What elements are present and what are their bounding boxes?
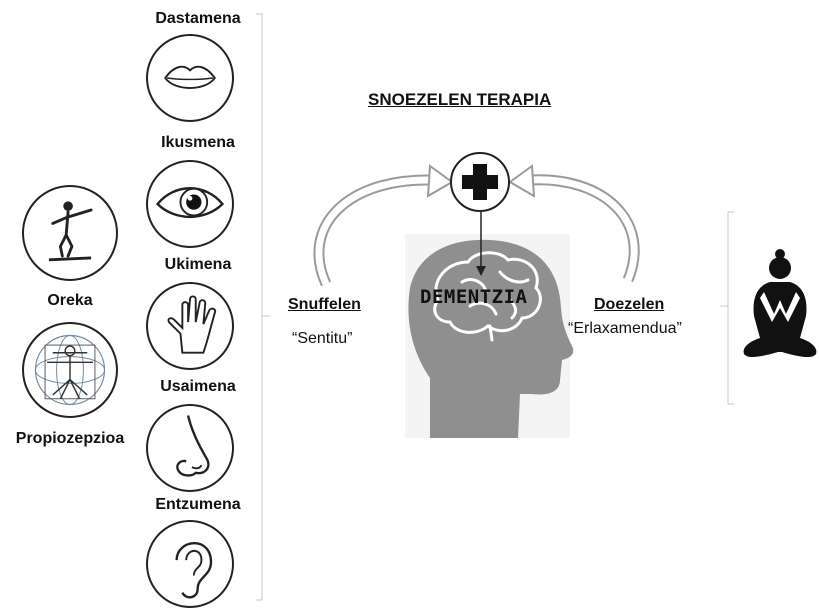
right-curved-arrow <box>508 164 640 283</box>
extra-sense-label-oreka: Oreka <box>47 292 93 309</box>
senses-bracket <box>256 13 263 601</box>
mouth-icon <box>146 34 234 122</box>
sense-label-usaimena: Usaimena <box>160 378 236 395</box>
sense-label-dastamena: Dastamena <box>155 10 241 27</box>
brain-icon <box>433 251 542 342</box>
nose-icon <box>146 404 234 492</box>
relax-bracket <box>727 211 734 405</box>
sense-label-ikusmena: Ikusmena <box>161 134 235 151</box>
vitruvian-man-icon <box>22 322 118 418</box>
cross-to-head-arrowhead <box>476 266 486 276</box>
eye-icon <box>146 160 234 248</box>
center-label-dementzia: DEMENTZIA <box>420 286 528 308</box>
extra-sense-label-propiozepzioa: Propiozepzioa <box>15 430 125 447</box>
medical-cross-icon <box>450 152 510 212</box>
sense-label-ukimena: Ukimena <box>164 256 232 273</box>
approach-term-doezelen: Doezelen <box>594 296 665 313</box>
meditation-figure-icon <box>743 249 817 358</box>
approach-term-snuffelen: Snuffelen <box>288 296 361 313</box>
head-brain-icon <box>405 212 574 438</box>
hand-icon <box>146 282 234 370</box>
diagram-title: SNOEZELEN TERAPIA <box>368 90 552 109</box>
approach-meaning-erlaxamendua: “Erlaxamendua” <box>568 320 682 337</box>
left-curved-arrow <box>313 164 454 287</box>
ear-icon <box>146 520 234 608</box>
sense-label-entzumena: Entzumena <box>155 496 241 513</box>
balance-figure-icon <box>22 185 118 281</box>
approach-meaning-sentitu: “Sentitu” <box>292 330 353 347</box>
